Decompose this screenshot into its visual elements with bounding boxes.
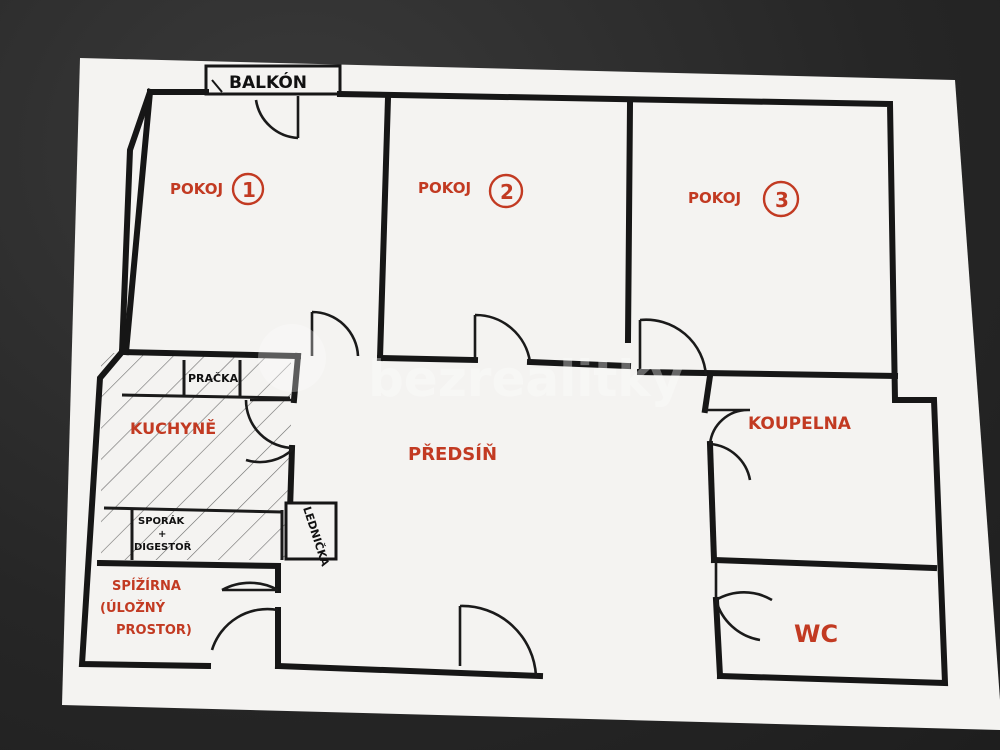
stove-label-3: DIGESTOŘ	[134, 540, 192, 553]
doors	[210, 96, 773, 677]
door-kitchen	[244, 398, 295, 464]
balcony-label: BALKÓN	[229, 71, 307, 93]
door-room2	[473, 313, 532, 363]
door-entrance	[458, 604, 538, 677]
hall-label: PŘEDSÍŇ	[408, 443, 497, 465]
door-wc	[714, 560, 773, 642]
stove-label-1: SPORÁK	[138, 514, 185, 527]
room3-label: POKOJ	[688, 189, 741, 207]
stove-label-2: +	[158, 529, 166, 540]
wc-label: WC	[794, 620, 838, 648]
room2-label: POKOJ	[418, 179, 471, 197]
door-bathroom	[705, 408, 752, 481]
door-room3	[638, 318, 708, 377]
door-room1	[310, 310, 360, 357]
kitchen-counter-lines	[103, 360, 291, 560]
kitchen-label: KUCHYNĚ	[130, 419, 216, 438]
room1-number: 1	[242, 178, 256, 202]
door-pantry	[210, 581, 279, 651]
washer-label: PRAČKA	[188, 372, 239, 385]
balcony: BALKÓN	[204, 64, 342, 96]
room3-number: 3	[775, 188, 789, 212]
room3-number-circle	[762, 180, 800, 218]
outer-walls	[78, 88, 949, 687]
pantry-label-1: SPÍŽÍRNA	[112, 578, 181, 594]
pantry-label-3: PROSTOR)	[116, 623, 192, 638]
watermark-text: bezrealitky	[368, 350, 683, 408]
room2-number: 2	[500, 180, 514, 204]
bathroom-label: KOUPELNA	[748, 414, 852, 434]
watermark-logo-icon	[258, 324, 326, 392]
door-balcony	[254, 96, 300, 140]
room1-label: POKOJ	[170, 180, 223, 198]
fridge: LEDNIČKA	[284, 501, 338, 568]
room2-number-circle	[488, 173, 524, 209]
pantry-label-2: (ÚLOŽNÝ	[100, 600, 166, 616]
room1-number-circle	[231, 172, 265, 206]
interior-walls	[96, 94, 938, 680]
